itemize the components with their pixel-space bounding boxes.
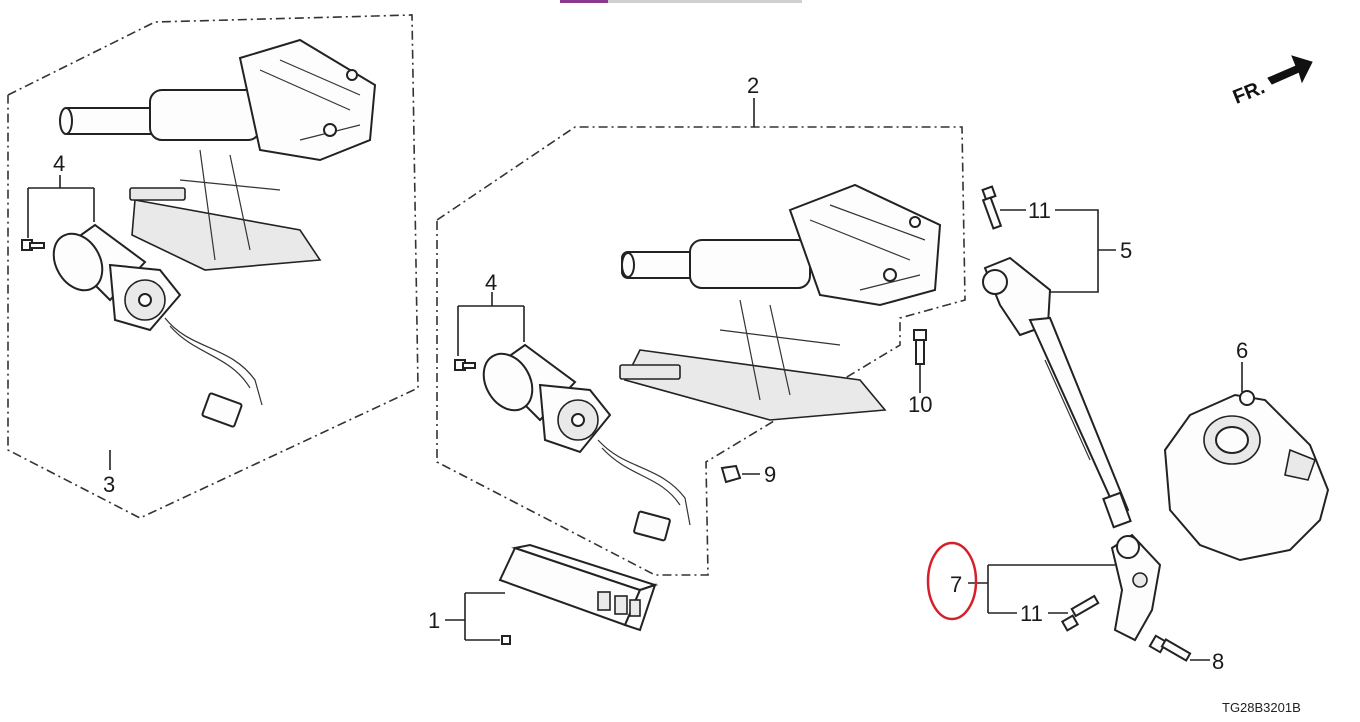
front-label: FR.	[1230, 76, 1268, 108]
highlight-circle-7	[926, 541, 978, 621]
assembly-3-steering-column	[59, 38, 377, 271]
steering-lock-cover	[1163, 390, 1330, 562]
callout-6: 6	[1236, 338, 1248, 363]
assembly-2-motor-bolt	[454, 359, 476, 371]
callout-1: 1	[428, 608, 440, 633]
intermediate-shaft	[981, 185, 1132, 529]
catalog-code: TG28B3201B	[1222, 700, 1301, 715]
callout-4-center: 4	[485, 270, 497, 295]
universal-joint-yoke	[1110, 533, 1162, 642]
assembly-2-frame	[436, 126, 966, 576]
assembly-2-steering-column	[619, 183, 942, 421]
front-direction-indicator: FR.	[1230, 55, 1313, 109]
callout-2: 2	[747, 73, 759, 98]
leader-lines	[27, 98, 1243, 661]
eps-control-unit	[498, 543, 659, 645]
assembly-3-frame	[7, 14, 419, 519]
top-strip	[560, 0, 802, 3]
bolt-10	[913, 329, 927, 365]
bolt-11-lower	[1060, 594, 1100, 632]
callout-10: 10	[908, 392, 932, 417]
nut-9	[720, 464, 742, 484]
bolt-8	[1148, 634, 1192, 662]
callout-5: 5	[1120, 238, 1132, 263]
callout-4-left: 4	[53, 151, 65, 176]
assembly-3-group	[7, 14, 419, 519]
callout-11-upper: 11	[1028, 198, 1051, 223]
callout-11-lower: 11	[1020, 601, 1043, 626]
callout-labels: 1 2 3 4 4 5 6 7 8 9 10 11 11	[53, 73, 1248, 674]
callout-8: 8	[1212, 649, 1224, 674]
assembly-2-group	[436, 126, 966, 576]
assembly-2-assist-motor	[482, 343, 691, 542]
assembly-3-motor-bolt	[21, 239, 45, 251]
front-arrow-icon	[1267, 55, 1313, 85]
callout-9: 9	[764, 462, 776, 487]
callout-7: 7	[950, 572, 962, 597]
assembly-3-assist-motor	[52, 223, 263, 428]
callout-3: 3	[103, 472, 115, 497]
